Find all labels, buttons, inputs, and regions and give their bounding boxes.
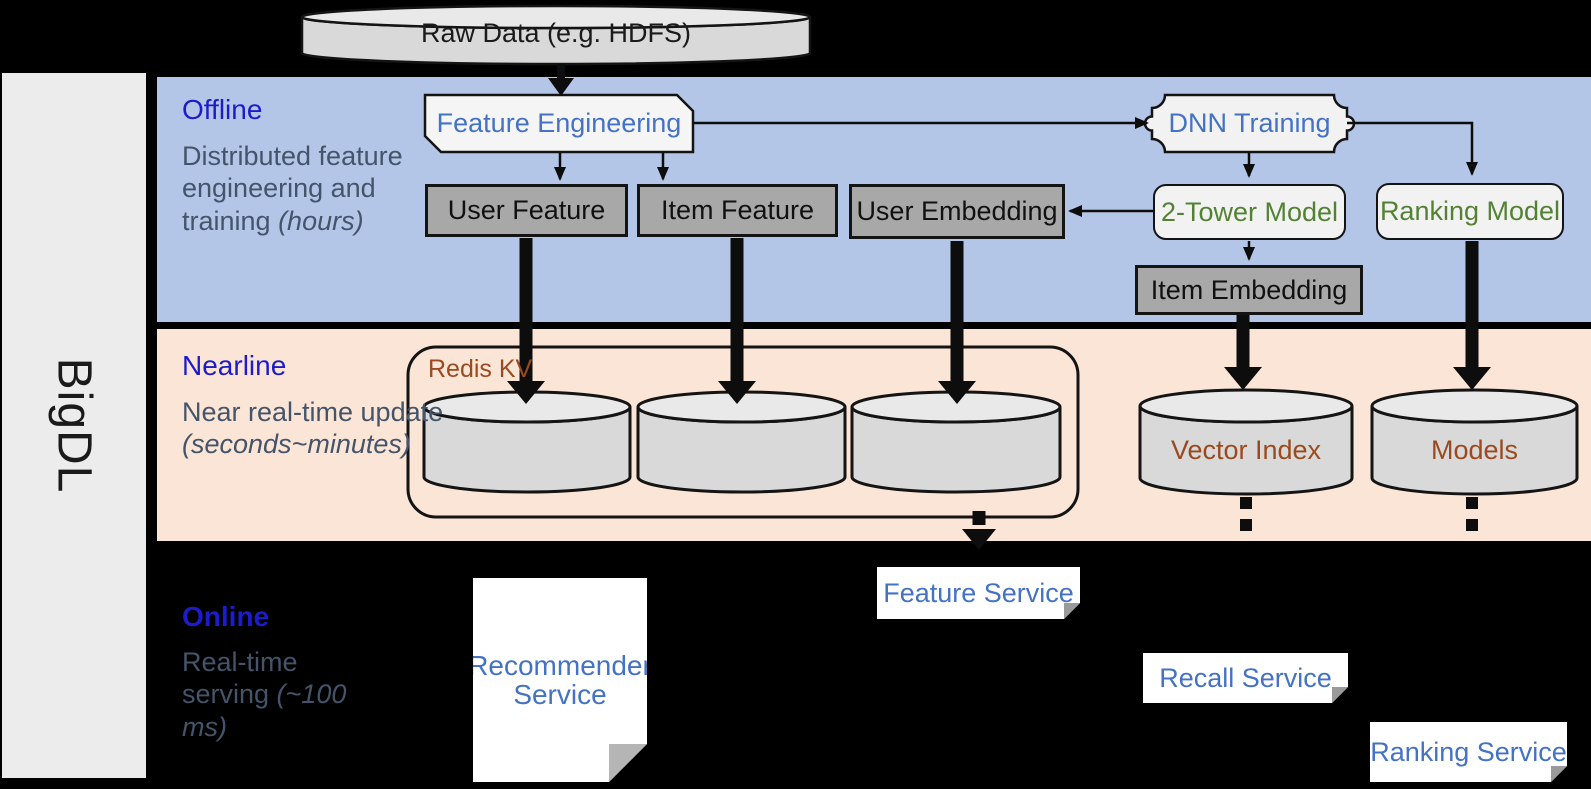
offline-desc-duration: (hours) <box>278 205 364 236</box>
recall-service-node: Recall Service <box>1143 653 1348 703</box>
page-fold-icon <box>1551 766 1567 782</box>
bigdl-sidebar: BigDL <box>2 73 146 778</box>
vector-index-label: Vector Index <box>1170 434 1322 465</box>
bigdl-label: BigDL <box>47 357 101 494</box>
recommender-service-label: Recommender Service <box>468 649 652 710</box>
ranking-model-node: Ranking Model <box>1376 183 1564 240</box>
redis-kv-label: Redis KV <box>428 354 533 383</box>
recommender-service-node: Recommender Service <box>473 578 647 782</box>
user-feature-node: User Feature <box>425 184 628 237</box>
feature-engineering-node: Feature Engineering <box>436 108 682 139</box>
two-tower-model-node: 2-Tower Model <box>1153 184 1346 240</box>
page-fold-icon <box>1064 603 1080 619</box>
online-desc-duration: (~100 ms) <box>182 679 347 742</box>
ranking-service-label: Ranking Service <box>1370 736 1567 767</box>
user-embedding-node: User Embedding <box>849 184 1065 239</box>
models-label: Models <box>1430 434 1519 465</box>
offline-lane-description: Distributed feature engineering and trai… <box>182 140 427 237</box>
nearline-desc-text: Near real-time update <box>182 397 444 427</box>
offline-lane-title: Offline <box>182 94 263 125</box>
page-fold-icon <box>1332 687 1348 703</box>
item-feature-node: Item Feature <box>637 184 838 237</box>
online-desc-text: Real-time serving <box>182 647 298 710</box>
nearline-lane-title: Nearline <box>182 350 287 381</box>
dnn-training-node: DNN Training <box>1168 108 1331 139</box>
page-fold-icon <box>609 744 647 782</box>
offline-desc-text: Distributed feature engineering and trai… <box>182 141 403 236</box>
feature-service-label: Feature Service <box>883 577 1074 608</box>
online-lane-title: Online <box>182 601 270 632</box>
recall-service-label: Recall Service <box>1159 662 1332 693</box>
feature-service-node: Feature Service <box>877 567 1080 619</box>
nearline-lane-description: Near real-time update (seconds~minutes) <box>182 396 447 461</box>
nearline-desc-duration: (seconds~minutes) <box>182 429 411 460</box>
ranking-service-node: Ranking Service <box>1370 722 1567 782</box>
raw-data-label: Raw Data (e.g. HDFS) <box>420 17 692 48</box>
online-lane-description: Real-time serving (~100 ms) <box>182 646 362 743</box>
item-embedding-node: Item Embedding <box>1135 265 1363 315</box>
